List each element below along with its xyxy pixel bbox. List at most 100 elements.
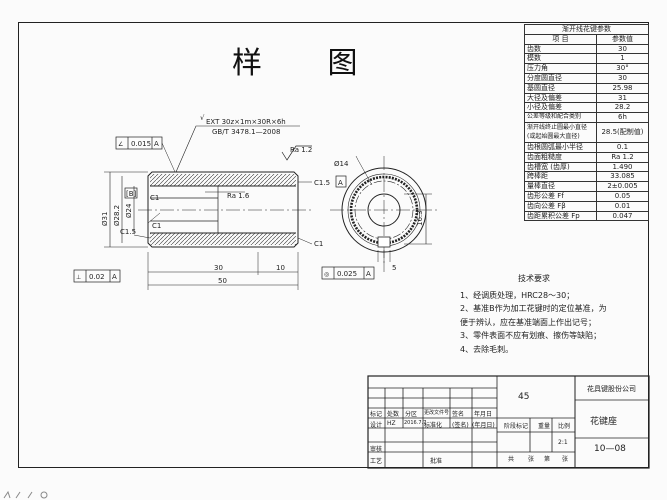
param-value: 30 [596, 72, 649, 84]
param-value: 0.047 [596, 210, 649, 222]
param-value: 30 [596, 43, 649, 55]
param-label: 齿数 [524, 43, 597, 55]
tb-label: 年月日 [474, 411, 493, 418]
param-value: 28.5(配制值) [596, 121, 649, 143]
tech-item: 4、去除毛刺。 [460, 344, 514, 354]
title-block-grid [367, 375, 650, 469]
param-label: 分度圆直径 [524, 72, 597, 84]
tech-title: 技术要求 [518, 274, 550, 283]
datum-a-3: A [366, 270, 371, 278]
param-value: 28.2 [596, 102, 649, 114]
tb-value: (签名) [452, 422, 469, 429]
dim-5: 5 [392, 264, 396, 272]
sheet-info: 张 [528, 456, 535, 463]
dim-d282: Ø28.2 [113, 205, 121, 226]
tol-0015: 0.015 [131, 140, 151, 148]
tol-0025: 0.025 [337, 270, 357, 278]
dim-50: 50 [218, 277, 227, 285]
tb-label: 签名 [452, 411, 465, 418]
datum-a-1: A [154, 140, 159, 148]
param-value: 1.490 [596, 161, 649, 173]
chamfer-c15-left: C1.5 [120, 228, 136, 236]
tb-value: (年月日) [472, 422, 495, 429]
pencil-icon[interactable] [15, 491, 21, 499]
sheet-info: 共 [508, 456, 515, 463]
param-label: 大径及偏差 [524, 92, 597, 104]
dim-30: 30 [214, 264, 223, 272]
param-value: 6h [596, 112, 649, 123]
material: 45 [518, 392, 530, 402]
tb-value: HZ [387, 420, 396, 427]
stage-label: 阶段标记 [504, 423, 529, 430]
sheet-info: 第 [544, 456, 551, 463]
brush-icon[interactable] [27, 491, 33, 499]
drawing-frame [18, 22, 649, 468]
company-name: 花具键股份公司 [587, 385, 636, 393]
tb-value: 2016.7.7 [404, 420, 427, 426]
scale-value: 2:1 [558, 439, 568, 446]
drawing-texts: EXT 30z×1m×30R×6h GB/T 3478.1—2008 ∠ 0.0… [76, 114, 424, 285]
sample-title: 样 图 [232, 46, 386, 81]
param-label: 小径及偏差 [524, 102, 597, 114]
position-icon: ◎ [324, 271, 329, 278]
end-view [321, 155, 438, 280]
tech-item: 3、零件表面不应有划痕、擦伤等缺陷； [460, 331, 602, 340]
chamfer-c1-c: C1 [314, 240, 323, 248]
technical-requirements: 技术要求 1、经调质处理，HRC28～30； 2、基准B作为加工花键时的定位基准… [460, 272, 607, 356]
datum-b: [B] [126, 190, 137, 198]
param-value: 0.05 [596, 190, 649, 202]
param-label: 齿形公差 Ff [524, 190, 597, 202]
tb-label: 处数 [387, 411, 400, 418]
param-value: 1 [596, 53, 649, 65]
tech-item: 便于辨认，应在基准端面上作出记号； [460, 317, 596, 327]
param-header-value: 参数值 [596, 33, 649, 45]
part-name: 花键座 [590, 417, 618, 427]
dim-d14: Ø14 [334, 160, 349, 168]
shape-icon[interactable] [40, 491, 48, 499]
standard-label: GB/T 3478.1—2008 [212, 128, 280, 136]
dim-163: 16.3 [416, 210, 424, 226]
pen-icon[interactable] [3, 490, 11, 499]
weight-label: 重量 [538, 423, 551, 430]
param-value: 0.01 [596, 200, 649, 212]
param-label: 跨棒距 [524, 171, 597, 183]
param-value: 31 [596, 92, 649, 104]
viewer-toolbar [3, 490, 48, 499]
sym-root: √ [200, 114, 205, 122]
drawing-number: 10—08 [594, 444, 626, 454]
tb-label: 更改文件号 [424, 410, 450, 416]
tb-label: 工艺 [370, 458, 383, 465]
param-label: 量棒直径 [524, 181, 597, 192]
section-view [73, 125, 313, 290]
param-label: 公差等级和配合类别 [524, 112, 597, 123]
datum-a-2: A [112, 273, 117, 281]
spline-spec: EXT 30z×1m×30R×6h [206, 118, 286, 126]
param-label: 渐开线终止圆最小直径(或起始圆最大直径) [524, 121, 597, 143]
tech-item: 2、基准B作为加工花键时的定位基准，为 [460, 304, 607, 313]
param-value: 33.085 [596, 171, 649, 183]
param-label: 齿距累积公差 Fp [524, 210, 597, 222]
chamfer-c15-right: C1.5 [314, 179, 330, 187]
angularity-icon: ∠ [118, 141, 123, 148]
param-value: Ra 1.2 [596, 151, 649, 163]
param-value: 30° [596, 63, 649, 74]
dim-d24: Ø24 [125, 203, 133, 218]
param-value: 2±0.005 [596, 181, 649, 192]
param-row: 齿槽宽 (齿厚)1.490 [524, 161, 649, 173]
